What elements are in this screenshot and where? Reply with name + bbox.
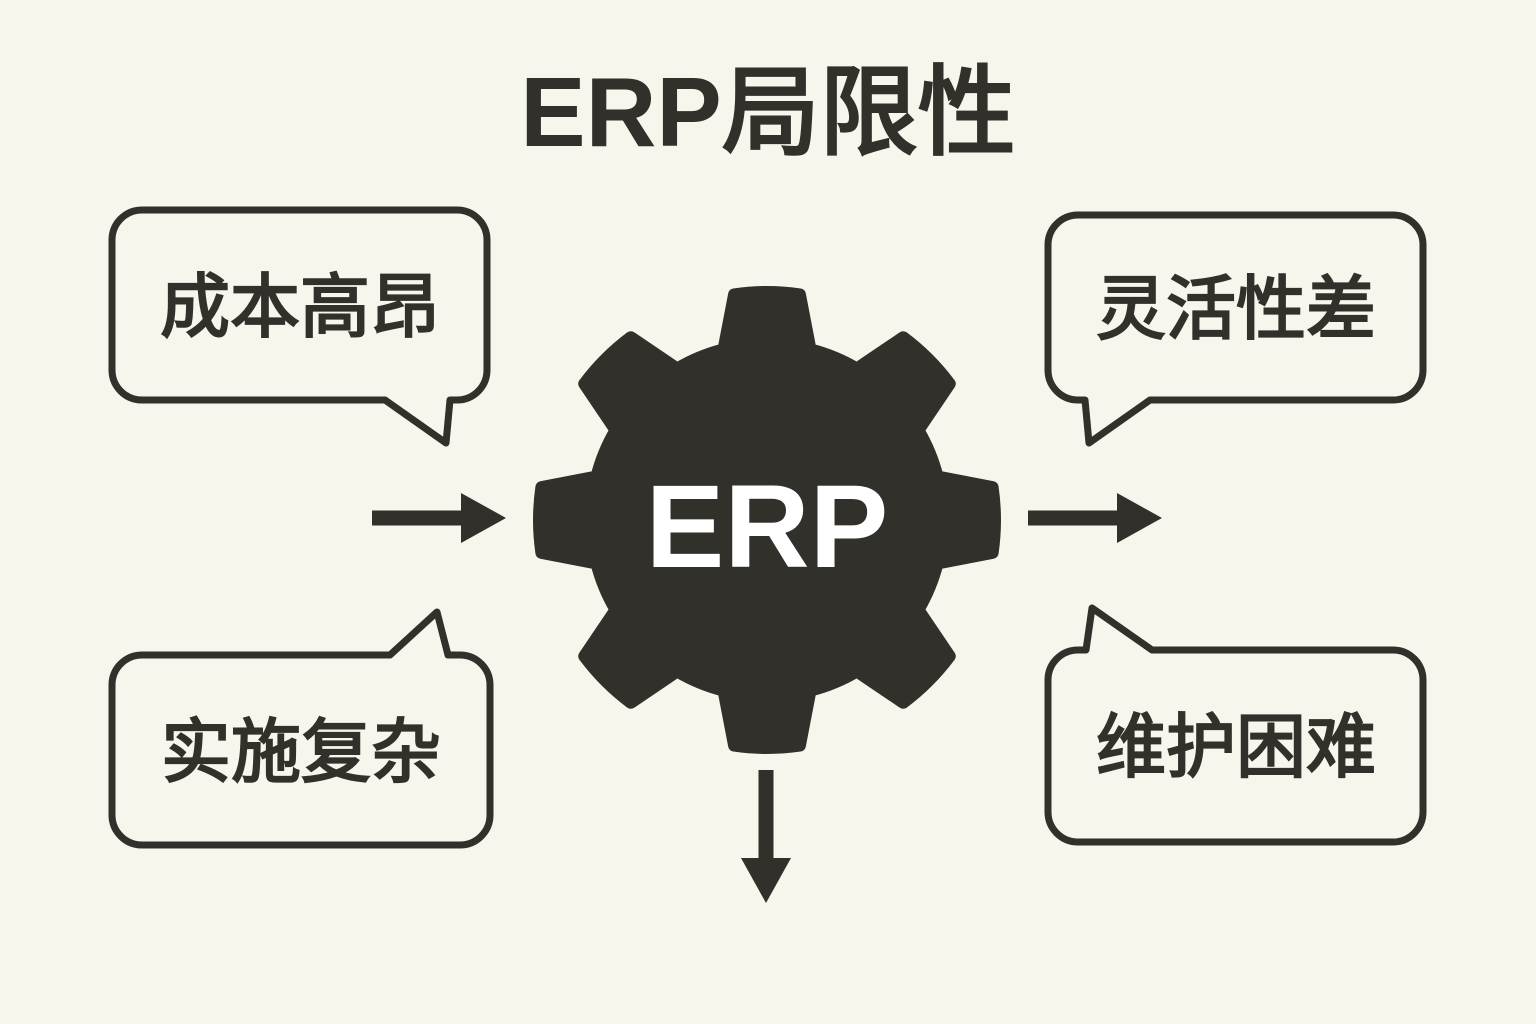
bubble-label: 实施复杂: [161, 713, 441, 791]
speech-bubble-outline: [108, 608, 494, 849]
bubble-label: 维护困难: [1096, 708, 1376, 786]
center-gear: ERP: [533, 286, 1001, 754]
page-title: ERP局限性: [520, 57, 1016, 167]
gear-label: ERP: [646, 461, 889, 593]
arrow-head: [461, 493, 506, 543]
speech-bubble-top-left: 成本高昂: [108, 206, 491, 447]
arrow-right-icon: [1028, 493, 1162, 543]
speech-bubble-bottom-left: 实施复杂: [108, 608, 494, 849]
bubble-label: 成本高昂: [160, 268, 440, 346]
arrow-right-icon: [372, 493, 506, 543]
speech-bubble-top-right: 灵活性差: [1044, 211, 1427, 447]
speech-bubble-outline: [108, 206, 491, 447]
bubble-label: 灵活性差: [1096, 270, 1376, 348]
speech-bubble-bottom-right: 维护困难: [1044, 604, 1427, 846]
gear-icon: [533, 286, 1001, 754]
arrow-head: [741, 858, 791, 903]
speech-bubble-outline: [1044, 211, 1427, 447]
arrow-down-icon: [741, 770, 791, 903]
arrow-head: [1117, 493, 1162, 543]
speech-bubble-outline: [1044, 604, 1427, 846]
